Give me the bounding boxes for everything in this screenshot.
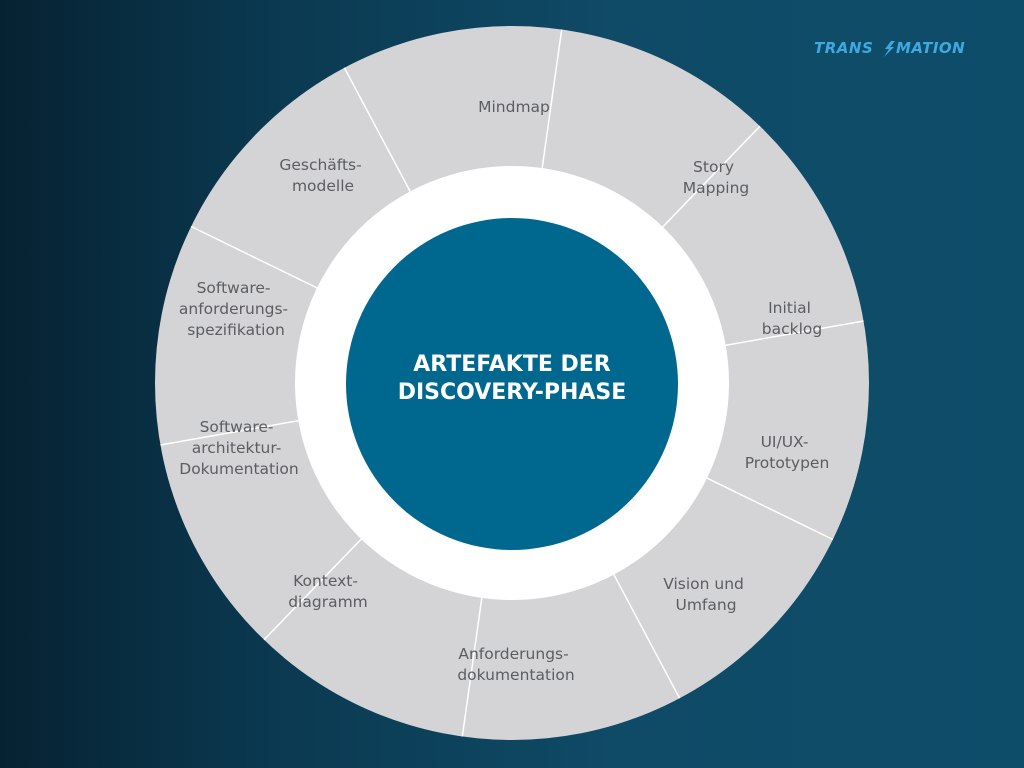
segment-label-softwareanforderungsspezifikation: Software- anforderungs- spezifikation (179, 279, 293, 339)
center-circle (346, 218, 678, 550)
segment-label-story-mapping: Story Mapping (683, 158, 750, 197)
center-title-line2: DISCOVERY-PHASE (398, 380, 627, 405)
segment-dividers (160, 29, 864, 737)
segment-divider (718, 320, 864, 348)
segment-divider (609, 568, 681, 699)
logo-text-part2: MATION (896, 39, 965, 57)
transmation-logo: TRANS MATION (814, 39, 965, 57)
center-title-line1: ARTEFAKTE DER (413, 352, 611, 377)
segment-label-software-architektur-dokumentation: Software- architektur- Dokumentation (179, 418, 298, 478)
logo-text-part1: TRANS (814, 39, 873, 57)
segment-label-ui-ux-prototypen: UI/UX- Prototypen (745, 433, 830, 472)
segment-label-kontextdiagramm: Kontext- diagramm (288, 572, 368, 611)
segment-label-mindmap: Mindmap (478, 98, 550, 116)
segment-divider (190, 225, 324, 292)
segment-divider (461, 590, 484, 737)
segment-label-anforderungsdokumentation: Anforderungs- dokumentation (457, 645, 574, 684)
segment-label-initial-backlog: Initial backlog (762, 299, 822, 338)
segment-divider (700, 474, 834, 541)
segment-divider (160, 418, 306, 446)
segment-divider (343, 67, 415, 198)
segment-label-vision-und-umfang: Vision und Umfang (663, 575, 749, 614)
segment-label-geschaeftsmodelle: Geschäfts- modelle (279, 156, 366, 195)
segment-divider (263, 533, 367, 641)
segment-divider (657, 125, 761, 233)
segment-labels: Mindmap Story Mapping Initial backlog UI… (179, 98, 829, 684)
segment-divider (540, 29, 563, 176)
logo-bolt-icon (884, 41, 895, 57)
